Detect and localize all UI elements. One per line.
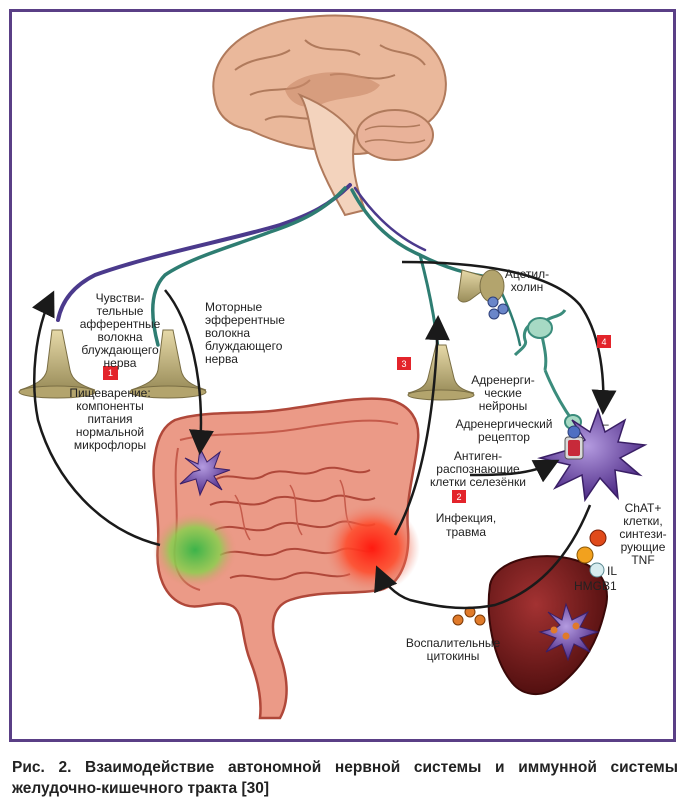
badge-number: 2 [456, 492, 461, 502]
label-chat-cells: ChAT+ клетки, синтези- рующие TNF [619, 501, 666, 567]
immune-cell-icon [179, 446, 231, 497]
diagram-canvas: 1 2 3 4 Чувстви- тельные афферентные вол… [18, 14, 667, 720]
label-line: Моторные [205, 300, 263, 314]
label-hmgb1: HMGB1 [574, 579, 617, 593]
label-line: холин [511, 280, 544, 294]
badge-4: 4 [597, 335, 611, 348]
label-line: Адренергический [456, 417, 553, 431]
label-line: Пищеварение: [69, 386, 150, 400]
label-line: нормальной [76, 425, 144, 439]
label-line: микрофлоры [74, 438, 146, 452]
label-line: Воспалительные [406, 636, 501, 650]
label-line: Адренерги- [471, 373, 534, 387]
label-line: рующие [621, 540, 666, 554]
label-line: питания [87, 412, 132, 426]
label-line: волокна [205, 326, 250, 340]
label-line: нерва [205, 352, 238, 366]
label-line: клетки селезёнки [430, 475, 526, 489]
digestion-zone [153, 512, 237, 588]
immune-cell-icon [537, 407, 648, 503]
ganglion-cone-icon [457, 269, 505, 303]
label-line: блуждающего [205, 339, 283, 353]
cytokine-dot-icon [452, 529, 607, 626]
label-line: нейроны [479, 399, 528, 413]
label-line: ChAT+ [625, 501, 662, 515]
label-il: IL [607, 564, 617, 578]
badge-number: 1 [108, 368, 113, 378]
label-line: синтези- [619, 527, 666, 541]
label-antigen-cells: Антиген- распознающие клетки селезёнки [430, 449, 526, 489]
label-line: TNF [631, 553, 654, 567]
label-line: нерва [104, 356, 137, 370]
label-line: Ацетил- [505, 267, 549, 281]
badge-2: 2 [452, 490, 466, 503]
label-line: тельные [97, 304, 144, 318]
badge-number: 4 [601, 337, 606, 347]
label-digestion: Пищеварение: компоненты питания нормальн… [69, 386, 150, 452]
ganglion-cone-icon [407, 344, 475, 401]
acetylcholine-vesicles [487, 296, 509, 320]
label-acetylcholine: Ацетил- холин [505, 267, 549, 294]
signal-arrows [32, 260, 617, 610]
label-adrenergic-neurons: Адренерги- ческие нейроны [471, 373, 534, 413]
label-line: Антиген- [454, 449, 502, 463]
label-line: рецептор [478, 430, 530, 444]
ganglion-cone-icon [129, 329, 207, 399]
label-line: компоненты [76, 399, 144, 413]
label-motor-fibers: Моторные эфферентные волокна блуждающего… [205, 300, 285, 366]
intestine-icon [152, 397, 420, 720]
vagus-nerve [56, 183, 522, 372]
label-line: распознающие [436, 462, 520, 476]
brain-icon [212, 14, 447, 217]
label-line: клетки, [623, 514, 662, 528]
label-line: Инфекция, [436, 511, 496, 525]
badge-1: 1 [103, 366, 118, 380]
label-minus: – [602, 417, 609, 431]
label-line: блуждающего [81, 343, 159, 357]
immune-cell-icon [538, 602, 600, 662]
label-line: эфферентные [205, 313, 285, 327]
label-sensory-fibers: Чувстви- тельные афферентные волокна блу… [80, 291, 161, 370]
label-line: афферентные [80, 317, 161, 331]
spleen-icon [487, 555, 608, 695]
label-adrenergic-receptor: Адренергический рецептор [456, 417, 553, 444]
label-line: травма [446, 525, 486, 539]
label-inflammatory-cytokines: Воспалительные цитокины [406, 636, 501, 663]
label-line: Чувстви- [96, 291, 145, 305]
label-line: ческие [484, 386, 522, 400]
figure-caption: Рис. 2. Взаимодействие автономной нервно… [12, 759, 678, 797]
label-infection: Инфекция, травма [436, 511, 496, 539]
badge-3: 3 [397, 357, 411, 370]
label-line: цитокины [427, 649, 480, 663]
badge-number: 3 [401, 359, 406, 369]
inflammation-zone [324, 503, 420, 593]
ganglion-cone-icon [18, 329, 96, 399]
label-line: волокна [97, 330, 142, 344]
